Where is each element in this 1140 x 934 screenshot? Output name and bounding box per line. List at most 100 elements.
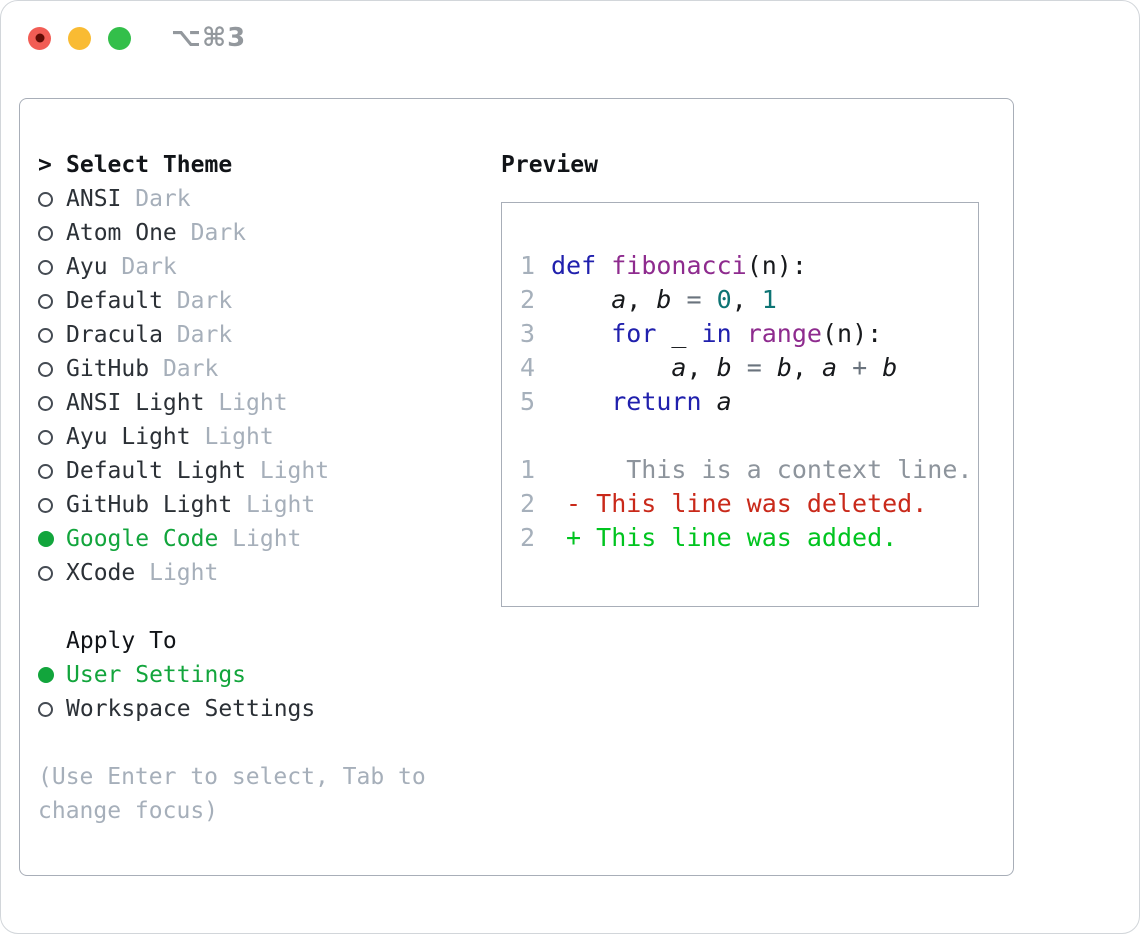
code-token-plain: , xyxy=(791,353,822,382)
diff-line-deleted: 2 - This line was deleted. xyxy=(520,487,978,521)
line-number: 2 xyxy=(520,523,536,552)
diff-preview: 1 This is a context line.2 - This line w… xyxy=(520,453,978,555)
theme-variant: Light xyxy=(259,458,330,484)
theme-variant: Dark xyxy=(135,186,191,212)
code-token-var: a xyxy=(716,387,732,416)
code-token-var: a xyxy=(611,285,627,314)
code-token-plain xyxy=(551,317,611,351)
theme-variant: Light xyxy=(218,390,288,416)
theme-option-github-light-light[interactable]: GitHub Light Light xyxy=(38,488,498,522)
select-theme-header: Select Theme xyxy=(66,152,233,178)
line-number: 1 xyxy=(520,455,536,484)
line-number: 1 xyxy=(520,251,536,280)
code-token-kw: def xyxy=(551,251,597,280)
code-token-fn: range xyxy=(746,319,822,348)
code-token-kw: in xyxy=(701,319,732,348)
apply-to-header-row: Apply To xyxy=(38,624,498,658)
apply-option-label: User Settings xyxy=(66,662,247,688)
theme-name: GitHub xyxy=(66,356,150,382)
theme-option-ansi-light-light[interactable]: ANSI Light Light xyxy=(38,386,498,420)
theme-variant: Dark xyxy=(176,322,233,348)
apply-option-user-settings[interactable]: User Settings xyxy=(38,658,498,692)
radio-unselected-icon xyxy=(38,361,66,377)
apply-option-label: Workspace Settings xyxy=(66,696,316,722)
code-token-plain xyxy=(596,249,611,283)
code-token-fn: fibonacci xyxy=(611,251,747,280)
code-token-var: b xyxy=(776,353,792,382)
theme-option-default-dark[interactable]: Default Dark xyxy=(38,284,498,318)
select-theme-header-row: > Select Theme xyxy=(38,148,498,182)
theme-option-github-dark[interactable]: GitHub Dark xyxy=(38,352,498,386)
radio-unselected-icon xyxy=(38,463,66,479)
radio-selected-icon xyxy=(38,531,66,547)
line-number: 4 xyxy=(520,353,536,382)
theme-name: GitHub Light xyxy=(66,492,233,518)
code-token-op: = xyxy=(731,353,777,382)
theme-name: Atom One xyxy=(66,220,177,246)
radio-unselected-icon xyxy=(38,191,66,207)
hint-line: (Use Enter to select, Tab to xyxy=(38,764,426,790)
theme-option-xcode-light[interactable]: XCode Light xyxy=(38,556,498,590)
theme-name: Ayu Light xyxy=(66,424,191,450)
maximize-button[interactable] xyxy=(108,26,131,50)
code-token-num: 1 xyxy=(761,285,777,314)
code-line-5: 5 return a xyxy=(520,385,978,419)
radio-unselected-icon xyxy=(38,225,66,241)
diff-line-context: 1 This is a context line. xyxy=(520,453,978,487)
code-token-var: a xyxy=(821,353,838,382)
code-token-plain xyxy=(732,317,747,351)
radio-unselected-icon xyxy=(38,429,66,445)
diff-line-added: 2 + This line was added. xyxy=(520,521,978,555)
theme-variant: Dark xyxy=(121,254,177,280)
theme-name: Default Light xyxy=(66,458,247,484)
close-dot-icon xyxy=(35,33,44,43)
theme-name: ANSI xyxy=(66,186,122,212)
theme-variant: Dark xyxy=(162,356,219,382)
apply-to-header: Apply To xyxy=(66,628,177,654)
theme-name: Dracula xyxy=(66,322,163,348)
radio-unselected-icon xyxy=(38,565,66,581)
diff-text: - This line was deleted. xyxy=(551,489,928,518)
radio-unselected-icon xyxy=(38,497,66,513)
close-button[interactable] xyxy=(28,26,51,50)
diff-text: This is a context line. xyxy=(551,455,973,484)
theme-option-ansi-dark[interactable]: ANSI Dark xyxy=(38,182,498,216)
theme-name: ANSI Light xyxy=(66,390,205,416)
code-line-2: 2 a, b = 0, 1 xyxy=(520,283,978,317)
code-token-plain: , xyxy=(731,285,762,314)
minimize-button[interactable] xyxy=(68,26,91,50)
code-token-var: b xyxy=(716,353,732,382)
radio-unselected-icon xyxy=(38,259,66,275)
radio-unselected-icon xyxy=(38,293,66,309)
theme-name: XCode xyxy=(66,560,136,586)
code-token-plain xyxy=(702,385,717,419)
hint-line: change focus) xyxy=(38,798,219,824)
code-token-plain: (n): xyxy=(821,319,883,348)
prompt-caret-icon: > xyxy=(38,152,52,178)
code-line-4: 4 a, b = b, a + b xyxy=(520,351,978,385)
hint-text: (Use Enter to select, Tab to change focus… xyxy=(38,760,498,828)
radio-unselected-icon xyxy=(38,327,66,343)
code-token-var: a xyxy=(671,353,687,382)
theme-option-default-light-light[interactable]: Default Light Light xyxy=(38,454,498,488)
window-titlebar: ⌥⌘3 xyxy=(1,1,1139,75)
theme-name: Default xyxy=(66,288,163,314)
theme-variant: Light xyxy=(246,492,316,518)
theme-variant: Light xyxy=(149,560,219,586)
code-token-plain: (n): xyxy=(746,251,807,280)
apply-option-workspace-settings[interactable]: Workspace Settings xyxy=(38,692,498,726)
theme-variant: Dark xyxy=(176,288,233,314)
theme-option-dracula-dark[interactable]: Dracula Dark xyxy=(38,318,498,352)
code-token-op: = xyxy=(671,285,717,314)
